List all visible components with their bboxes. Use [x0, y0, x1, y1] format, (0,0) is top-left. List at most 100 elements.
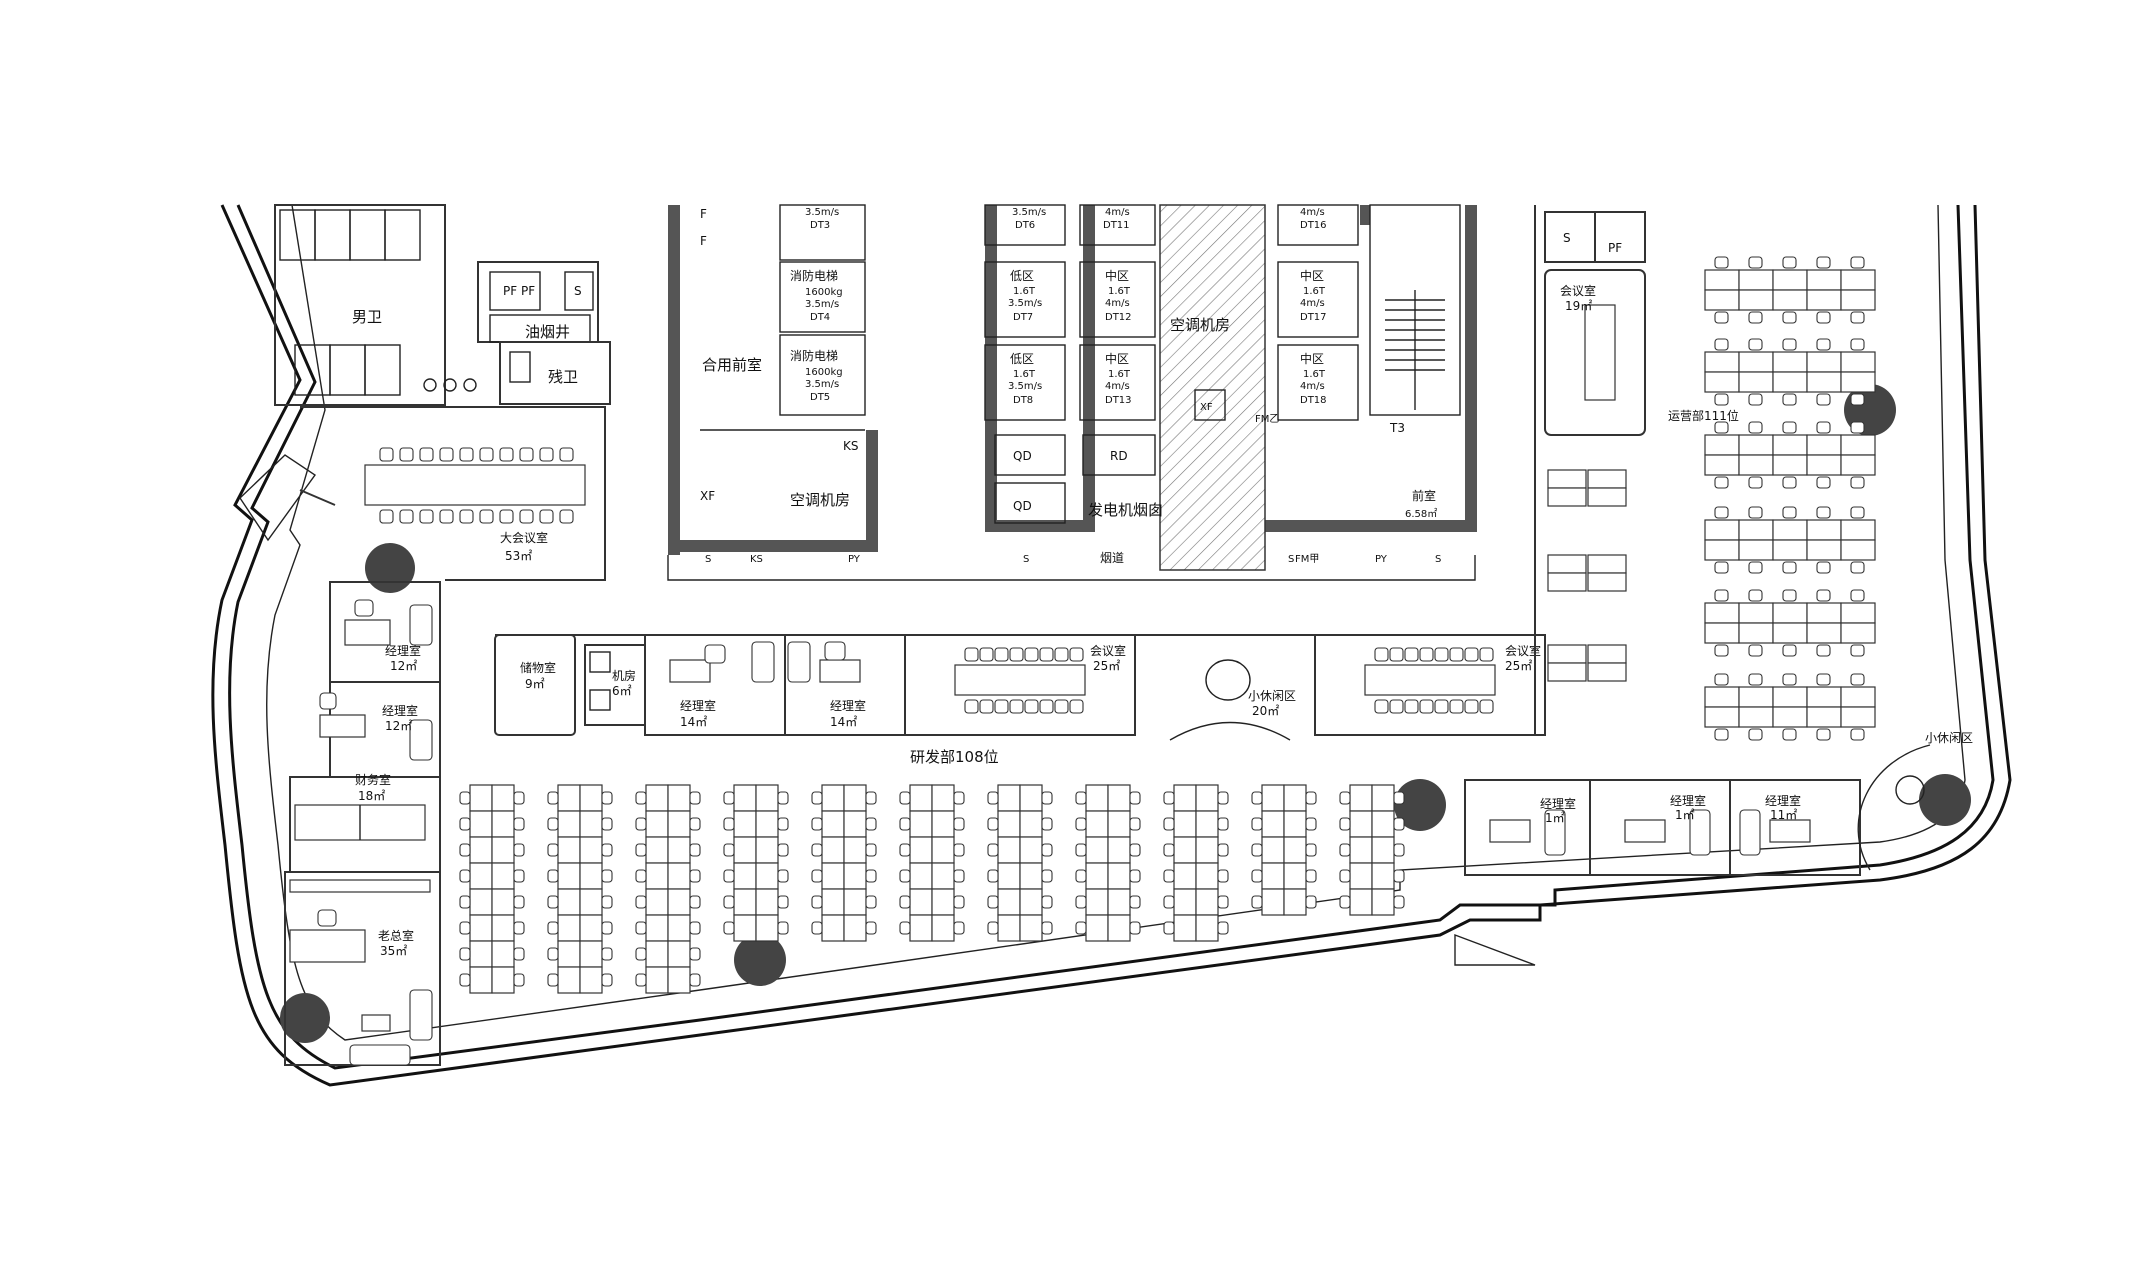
rd-chair [865, 869, 877, 883]
rd-chair [1075, 895, 1087, 909]
chair [499, 509, 514, 524]
rd-chair [953, 843, 965, 857]
east-section: S PF 会议室 19㎡ 运营部111位 [1534, 205, 1739, 735]
ops-chair [1816, 256, 1831, 269]
rd-chair [1129, 843, 1141, 857]
ops-desk [1704, 351, 1740, 373]
rd-desk [997, 914, 1021, 942]
rd-desk [909, 836, 933, 864]
low2-speed: 3.5m/s [1008, 381, 1042, 392]
chair [1389, 647, 1404, 662]
chair [419, 447, 434, 462]
rd-chair [601, 921, 613, 935]
rd-desk [1349, 862, 1373, 890]
ops-desk [1587, 469, 1627, 489]
ops-chair [1850, 673, 1865, 686]
rd-chair [459, 921, 471, 935]
ops-desk [1806, 706, 1842, 728]
rd-desk [491, 940, 515, 968]
ops-desk [1587, 644, 1627, 664]
low2-spec: 1.6T [1013, 369, 1036, 380]
mgr4-label: 经理室 [830, 698, 866, 713]
rd-chair [1305, 869, 1317, 883]
ops-chair [1714, 728, 1729, 741]
rd-chair [723, 869, 735, 883]
rd-desk [733, 784, 757, 812]
rd-desk [579, 784, 603, 812]
mid3-speed: 4m/s [1300, 298, 1325, 309]
ops-chair [1748, 476, 1763, 489]
rd-chair [777, 869, 789, 883]
rd-desk [755, 836, 779, 864]
rd-chair [459, 791, 471, 805]
rd-desk [579, 940, 603, 968]
rd-chair [1393, 791, 1405, 805]
rd-desk [997, 810, 1021, 838]
rd-chair [1129, 869, 1141, 883]
rd-desk [667, 888, 691, 916]
machine-area: 6㎡ [612, 684, 632, 698]
rd-desk [755, 862, 779, 890]
rd-desk [667, 810, 691, 838]
chair [1464, 699, 1479, 714]
mid2-id: DT13 [1105, 395, 1132, 406]
rd-chair [1305, 843, 1317, 857]
low1: 低区 [1010, 269, 1034, 283]
mid1: 中区 [1105, 268, 1129, 283]
middle-room-row: 储物室 9㎡ 机房 6㎡ 经理室 14㎡ 经理室 14㎡ 会议室 25㎡ 小休闲… [494, 634, 1546, 766]
rd-desk [667, 940, 691, 968]
chair [1434, 647, 1449, 662]
rd-chair [899, 895, 911, 909]
ops-chair [1714, 673, 1729, 686]
rd-desk [491, 914, 515, 942]
ops-chair [1714, 311, 1729, 324]
ops-chair [1850, 393, 1865, 406]
ops-desk [1772, 622, 1808, 644]
ops-chair [1748, 644, 1763, 657]
rd-desk [1371, 784, 1395, 812]
rd-chair [1041, 817, 1053, 831]
rd-desk [931, 836, 955, 864]
chair [499, 447, 514, 462]
mens-wc: 男卫 [274, 204, 477, 406]
chair [994, 647, 1009, 662]
ops-desk [1738, 539, 1774, 561]
ops-workstations [1547, 256, 1876, 741]
mgr2-area: 12㎡ [385, 719, 412, 733]
ops-desk [1704, 434, 1740, 456]
rd-desk [579, 810, 603, 838]
rd-chair [689, 817, 701, 831]
rd-chair [1251, 817, 1263, 831]
rd-desk [557, 836, 581, 864]
ops-chair [1816, 338, 1831, 351]
rd-desk [909, 810, 933, 838]
rd-desk [1349, 784, 1373, 812]
chair [1009, 647, 1024, 662]
flue: 烟道 [1100, 551, 1124, 565]
rd-chair [547, 817, 559, 831]
rd-desk [1107, 914, 1131, 942]
ops-desk [1738, 434, 1774, 456]
rd-chair [689, 947, 701, 961]
rd-chair [777, 921, 789, 935]
rd-chair [987, 817, 999, 831]
ops-chair [1748, 589, 1763, 602]
rd-chair [547, 791, 559, 805]
rd-chair [899, 869, 911, 883]
rd-chair [1041, 843, 1053, 857]
ops-desk [1806, 371, 1842, 393]
rd-desk [1283, 784, 1307, 812]
ops-desk [1772, 434, 1808, 456]
rd-desk [667, 836, 691, 864]
ks2: KS [750, 554, 763, 565]
ops-desk [1806, 434, 1842, 456]
dt16-id: DT16 [1300, 220, 1327, 231]
chair [419, 509, 434, 524]
rd-chair [899, 817, 911, 831]
ops-desk [1840, 686, 1876, 708]
rd-desk [667, 784, 691, 812]
ops-chair [1850, 506, 1865, 519]
rd-chair [987, 921, 999, 935]
rd-chair [547, 895, 559, 909]
rd-chair [459, 843, 471, 857]
